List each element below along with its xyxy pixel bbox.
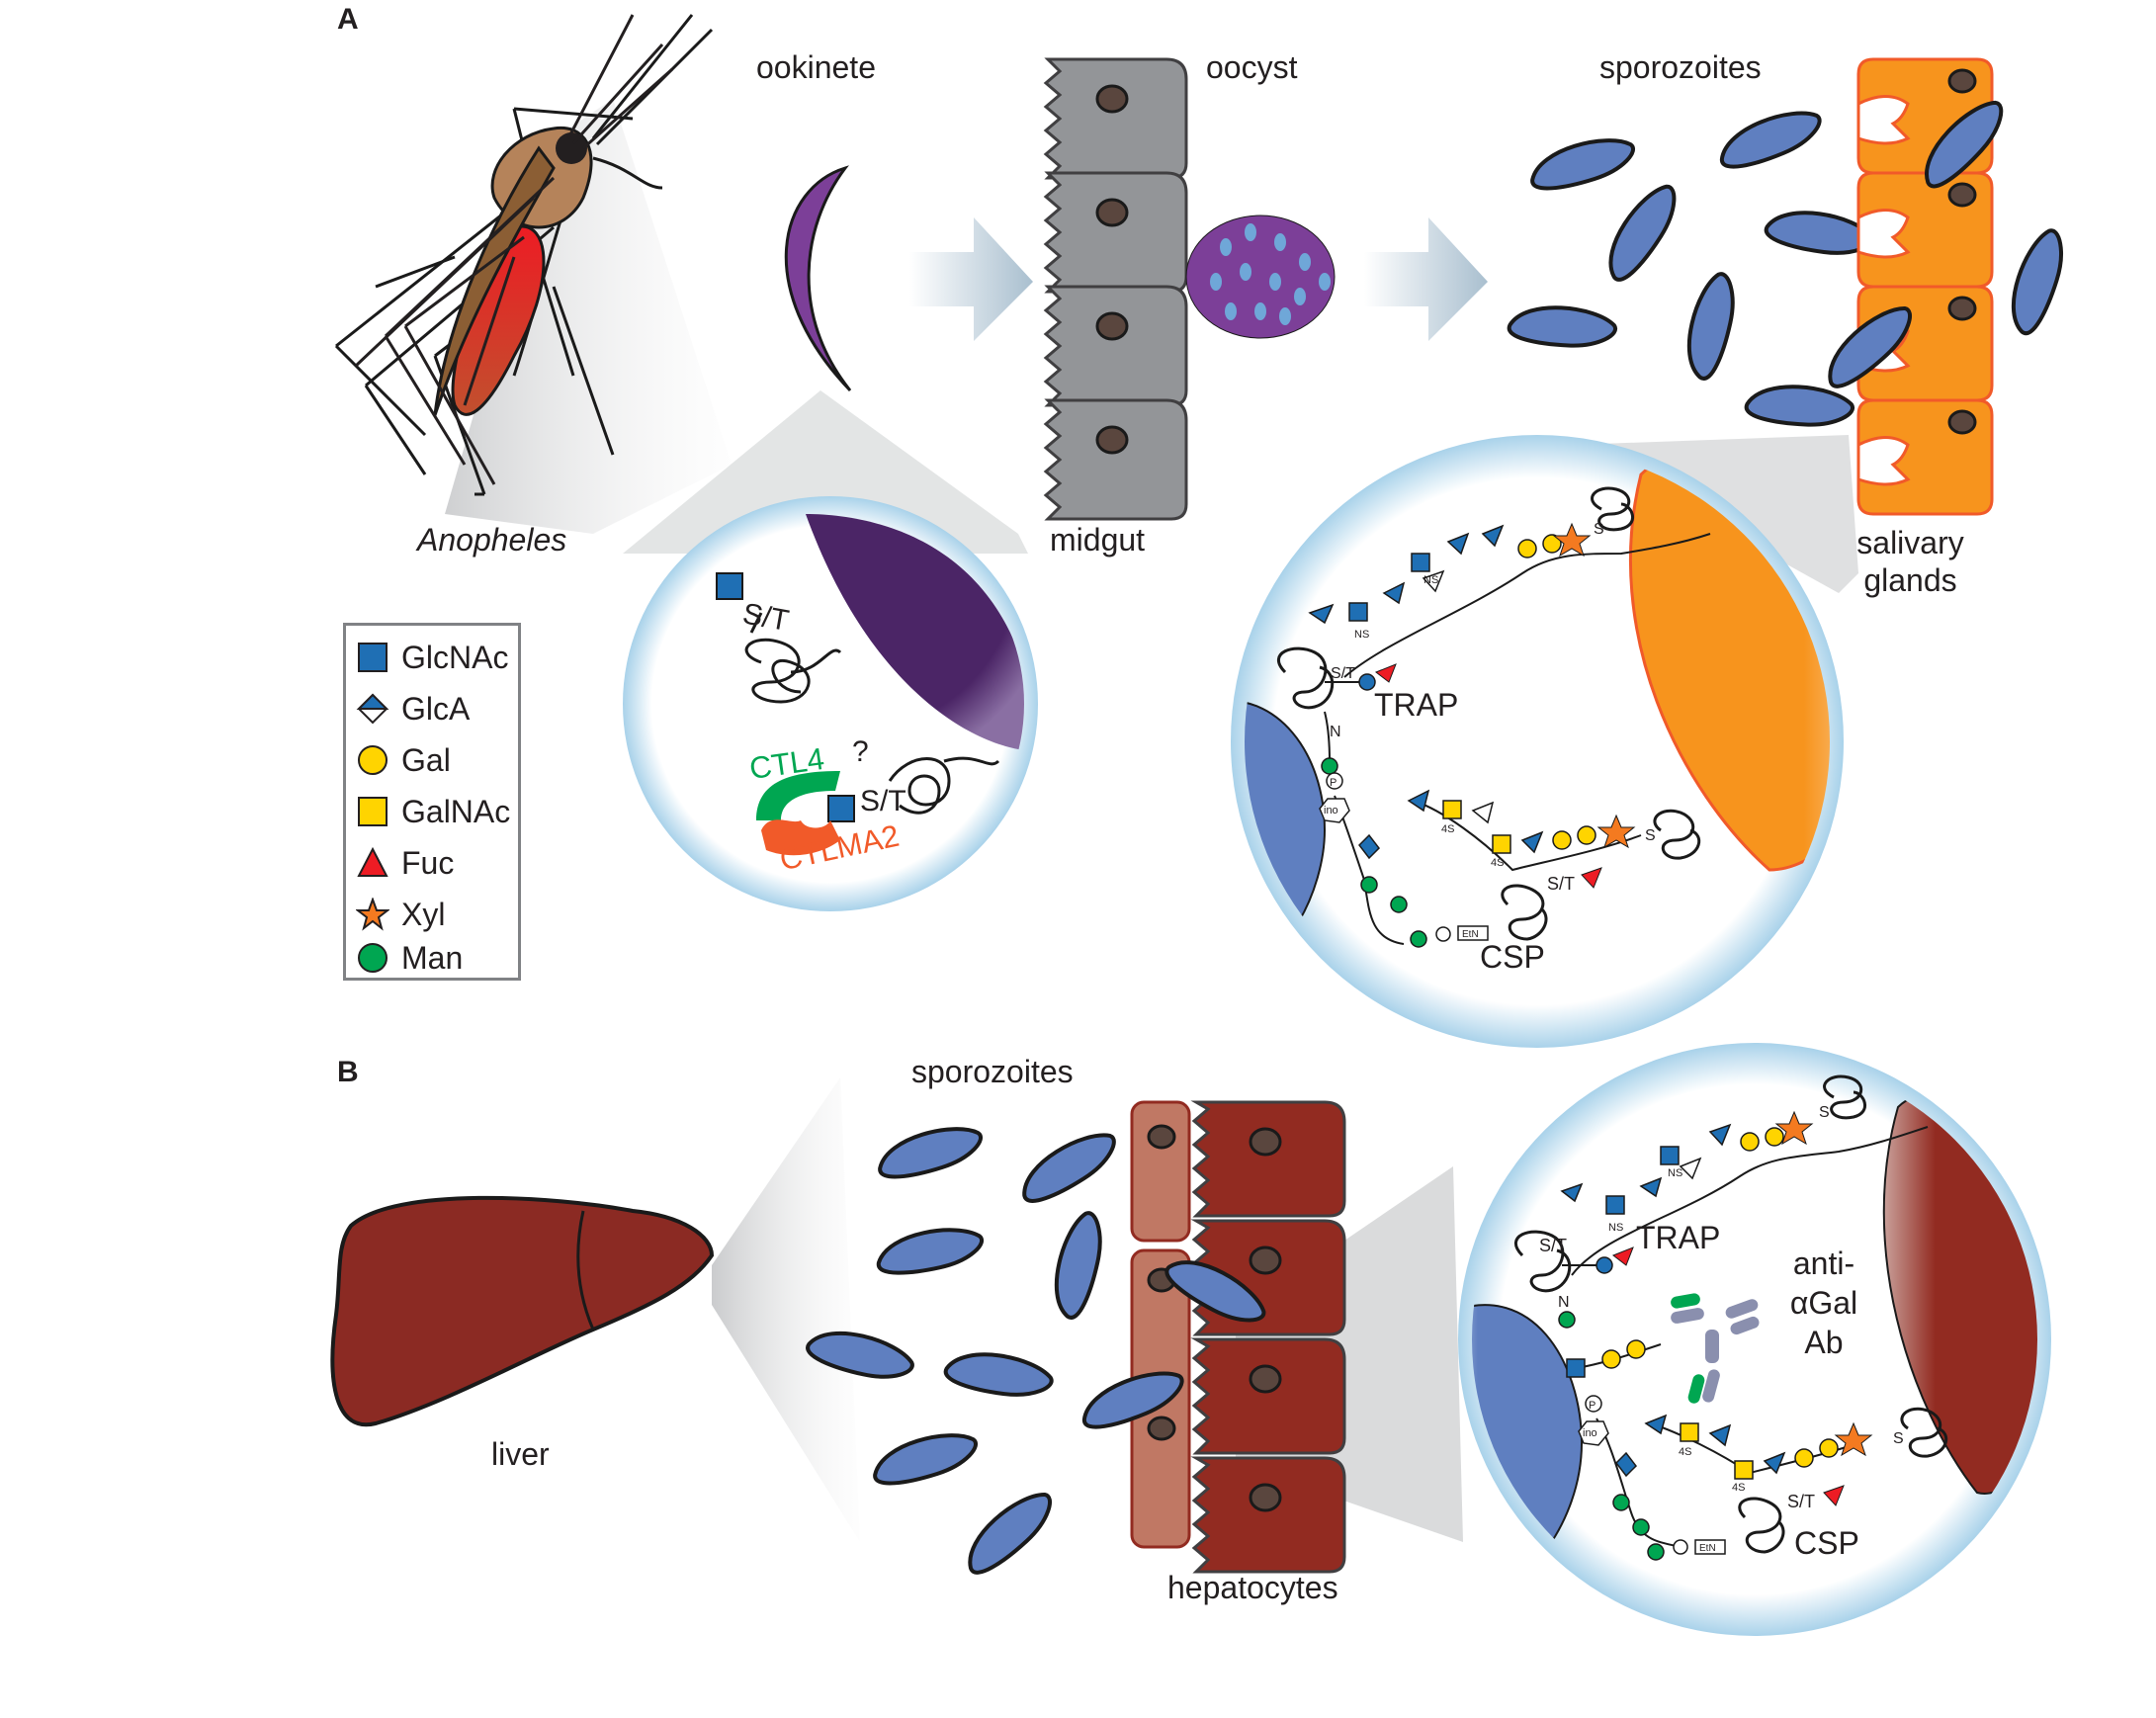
legend-label-galnac: GalNAc xyxy=(401,793,511,829)
green-circle-icon xyxy=(358,943,388,973)
ookinete-label: ookinete xyxy=(756,49,876,85)
glcnac-square-2 xyxy=(827,795,855,822)
st-label-5: S/T xyxy=(1539,1236,1567,1255)
legend-label-glcnac: GlcNAc xyxy=(401,639,509,675)
anti-agal-antibody xyxy=(1671,1293,1760,1404)
arrow-ookinete-to-oocyst xyxy=(909,217,1033,341)
trap-protein-a xyxy=(1277,646,1397,775)
legend-item-man: Man xyxy=(356,938,463,978)
oocyst-label: oocyst xyxy=(1206,49,1298,85)
ookinete-zoom-cone xyxy=(623,390,1028,554)
st-label-6: S/T xyxy=(1787,1492,1815,1511)
ns-label-1: NS xyxy=(1354,629,1369,641)
hepatocyte-cells xyxy=(1190,1100,1346,1574)
ookinete-cell xyxy=(784,165,852,392)
four-s-label-4: 4S xyxy=(1732,1482,1745,1494)
n-label-1: N xyxy=(1330,724,1341,740)
ctl4-protein xyxy=(756,771,840,820)
endothelial-cells xyxy=(1130,1100,1191,1549)
legend-label-xyl: Xyl xyxy=(401,896,446,932)
trap-glycan-chain-b xyxy=(1514,1074,1929,1329)
question-label: ? xyxy=(852,735,869,768)
midgut-label: midgut xyxy=(1050,522,1146,558)
p-label-2: P xyxy=(1589,1400,1595,1412)
four-s-label-2: 4S xyxy=(1491,857,1504,869)
n-label-2: N xyxy=(1558,1294,1570,1311)
trap-glycan-chain-a xyxy=(1308,486,1711,678)
red-triangle-icon xyxy=(357,846,388,877)
ino-label-2: ino xyxy=(1583,1427,1597,1439)
csp-label-a: CSP xyxy=(1480,939,1545,975)
st-label-1: S/T xyxy=(740,597,792,638)
legend-label-gal: Gal xyxy=(401,741,451,778)
mosquito-head xyxy=(556,132,587,164)
oocyst-sporozoites xyxy=(1210,223,1331,325)
legend-label-man: Man xyxy=(401,939,464,976)
etn-label-1: EtN xyxy=(1462,929,1479,940)
ino-label-1: ino xyxy=(1324,805,1338,816)
trap-label-b: TRAP xyxy=(1636,1220,1721,1255)
arrow-oocyst-to-sporozoites xyxy=(1364,217,1488,341)
s-label-3: S xyxy=(1819,1104,1830,1121)
small-annotations: S/T S/T ? S/T N S NS NS P ino 4S 4S S/T … xyxy=(740,521,1904,1554)
ns-label-4: NS xyxy=(1668,1167,1682,1179)
st-label-4: S/T xyxy=(1547,874,1575,894)
legend-item-gal: Gal xyxy=(356,740,451,780)
trap-label-a: TRAP xyxy=(1374,687,1459,723)
half-blue-diamond-icon xyxy=(356,693,389,725)
panel-a-label: A xyxy=(337,3,359,36)
hepatocytes-label: hepatocytes xyxy=(1167,1570,1338,1605)
ctlma2-protein xyxy=(761,819,840,856)
p-label-1: P xyxy=(1330,777,1337,789)
agal-glycan-chain xyxy=(1566,1339,1662,1378)
midgut-epithelium xyxy=(1043,57,1188,521)
liver-lobe-line xyxy=(576,1210,595,1331)
s-label-4: S xyxy=(1893,1430,1904,1447)
salivary-zoom-bubble xyxy=(1231,435,1844,1048)
mosquito-legs xyxy=(354,14,673,485)
ns-label-3: NS xyxy=(1608,1222,1623,1234)
csp-label-b: CSP xyxy=(1794,1525,1859,1561)
mosquito-zoom-cone xyxy=(445,99,732,534)
etn-label-2: EtN xyxy=(1699,1543,1716,1554)
st-label-2: S/T xyxy=(860,785,906,817)
legend-item-xyl: Xyl xyxy=(356,895,445,934)
anti-agal-ab-label: anti-αGal Ab xyxy=(1789,1246,1858,1360)
sporozoites-label-b: sporozoites xyxy=(911,1054,1074,1089)
salivary-glands-label: salivary glands xyxy=(1856,525,1964,599)
liver-organ xyxy=(330,1195,715,1427)
panel-b-label: B xyxy=(337,1056,359,1088)
four-s-label-1: 4S xyxy=(1441,823,1454,835)
liver-label: liver xyxy=(491,1436,550,1472)
legend-item-fuc: Fuc xyxy=(356,843,454,883)
yellow-square-icon xyxy=(358,797,388,826)
legend-item-galnac: GalNAc xyxy=(356,792,510,831)
orange-star-icon xyxy=(356,898,389,931)
st-label-3: S/T xyxy=(1331,665,1355,682)
glcnac-square-1 xyxy=(716,572,743,600)
four-s-label-3: 4S xyxy=(1679,1446,1691,1458)
legend-item-glca: GlcA xyxy=(356,689,470,729)
ns-label-2: NS xyxy=(1423,574,1438,586)
s-label-2: S xyxy=(1645,827,1656,844)
blue-square-icon xyxy=(358,643,388,672)
ookinete-protein-tangle-1 xyxy=(744,612,842,704)
liver-zoom-cone xyxy=(712,1077,860,1542)
csp-glycan-chain-a xyxy=(1319,772,1701,948)
legend-item-glcnac: GlcNAc xyxy=(356,638,508,677)
legend-label-glca: GlcA xyxy=(401,690,471,727)
glycan-legend: GlcNAc GlcA Gal GalNAc Fuc Xyl Man xyxy=(343,623,521,981)
sporozoites-label-a: sporozoites xyxy=(1599,49,1762,85)
csp-glycan-chain-b xyxy=(1578,1395,1948,1561)
yellow-circle-icon xyxy=(358,745,388,775)
legend-label-fuc: Fuc xyxy=(401,844,455,881)
ookinete-protein-tangle-2 xyxy=(888,756,1000,815)
mosquito-label: Anopheles xyxy=(417,522,567,558)
s-label-1: S xyxy=(1594,521,1604,538)
